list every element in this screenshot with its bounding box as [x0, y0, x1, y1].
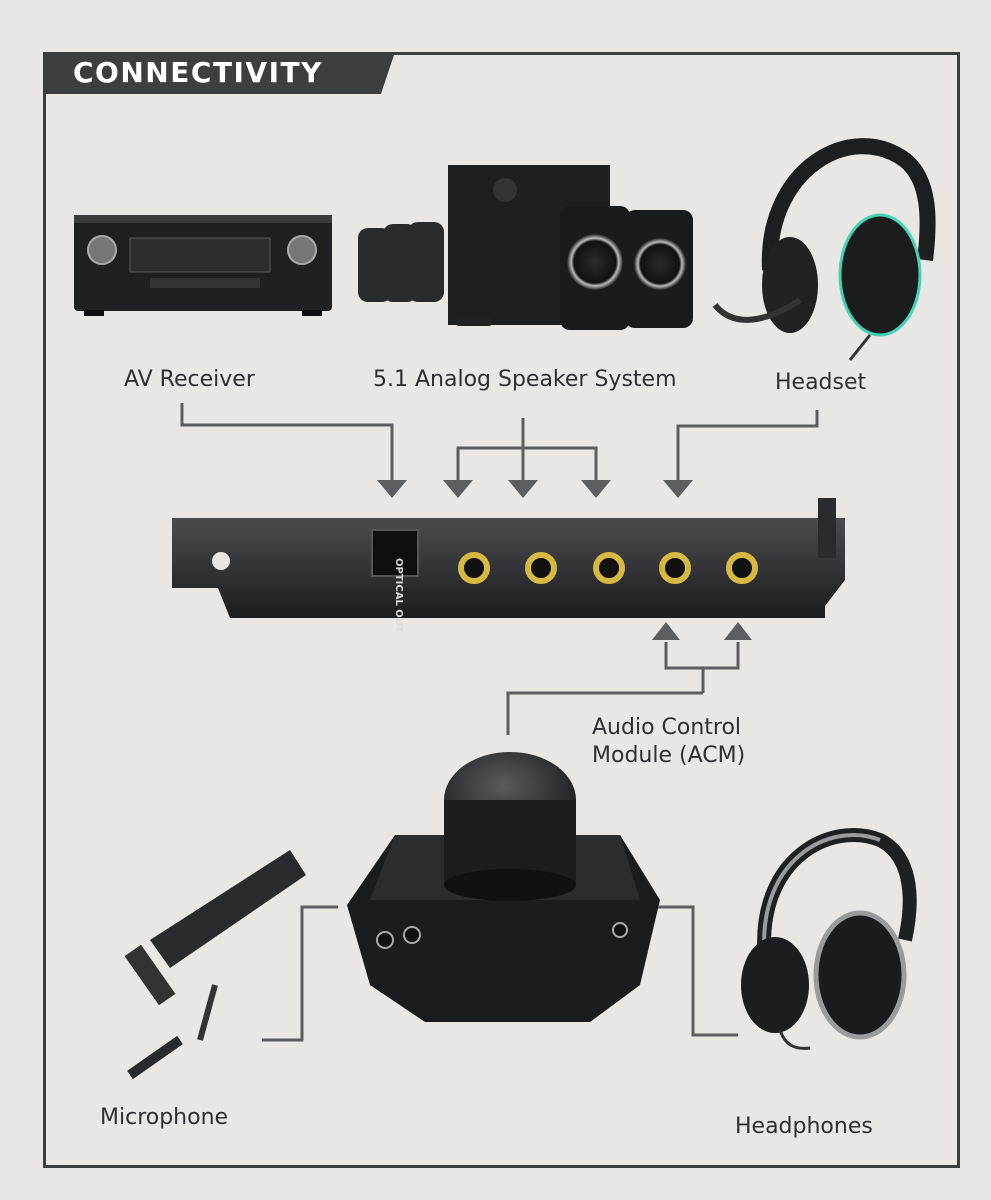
sound-card-image — [172, 498, 845, 618]
acm-device-image — [347, 752, 660, 1022]
diagram-frame — [43, 52, 960, 1168]
acm-label-line1: Audio Control — [592, 715, 742, 740]
headphones-image — [741, 828, 917, 1050]
headphones-label: Headphones — [735, 1114, 873, 1139]
headset-label: Headset — [775, 370, 867, 395]
speaker-system-image — [358, 165, 693, 330]
acm-side-lines — [262, 905, 738, 1042]
speaker-system-label: 5.1 Analog Speaker System — [373, 367, 677, 392]
optical-out-label: OPTICAL OUT — [393, 558, 404, 633]
top-connection-arrows — [180, 403, 819, 482]
arrowheads — [377, 480, 752, 640]
av-receiver-image — [74, 215, 332, 316]
acm-label-line2: Module (ACM) — [592, 743, 746, 768]
acm-connection — [506, 642, 740, 735]
headset-image — [712, 138, 936, 361]
av-receiver-label: AV Receiver — [124, 367, 255, 392]
section-title: CONNECTIVITY — [43, 52, 395, 94]
microphone-image — [124, 850, 306, 1080]
microphone-label: Microphone — [100, 1105, 229, 1130]
